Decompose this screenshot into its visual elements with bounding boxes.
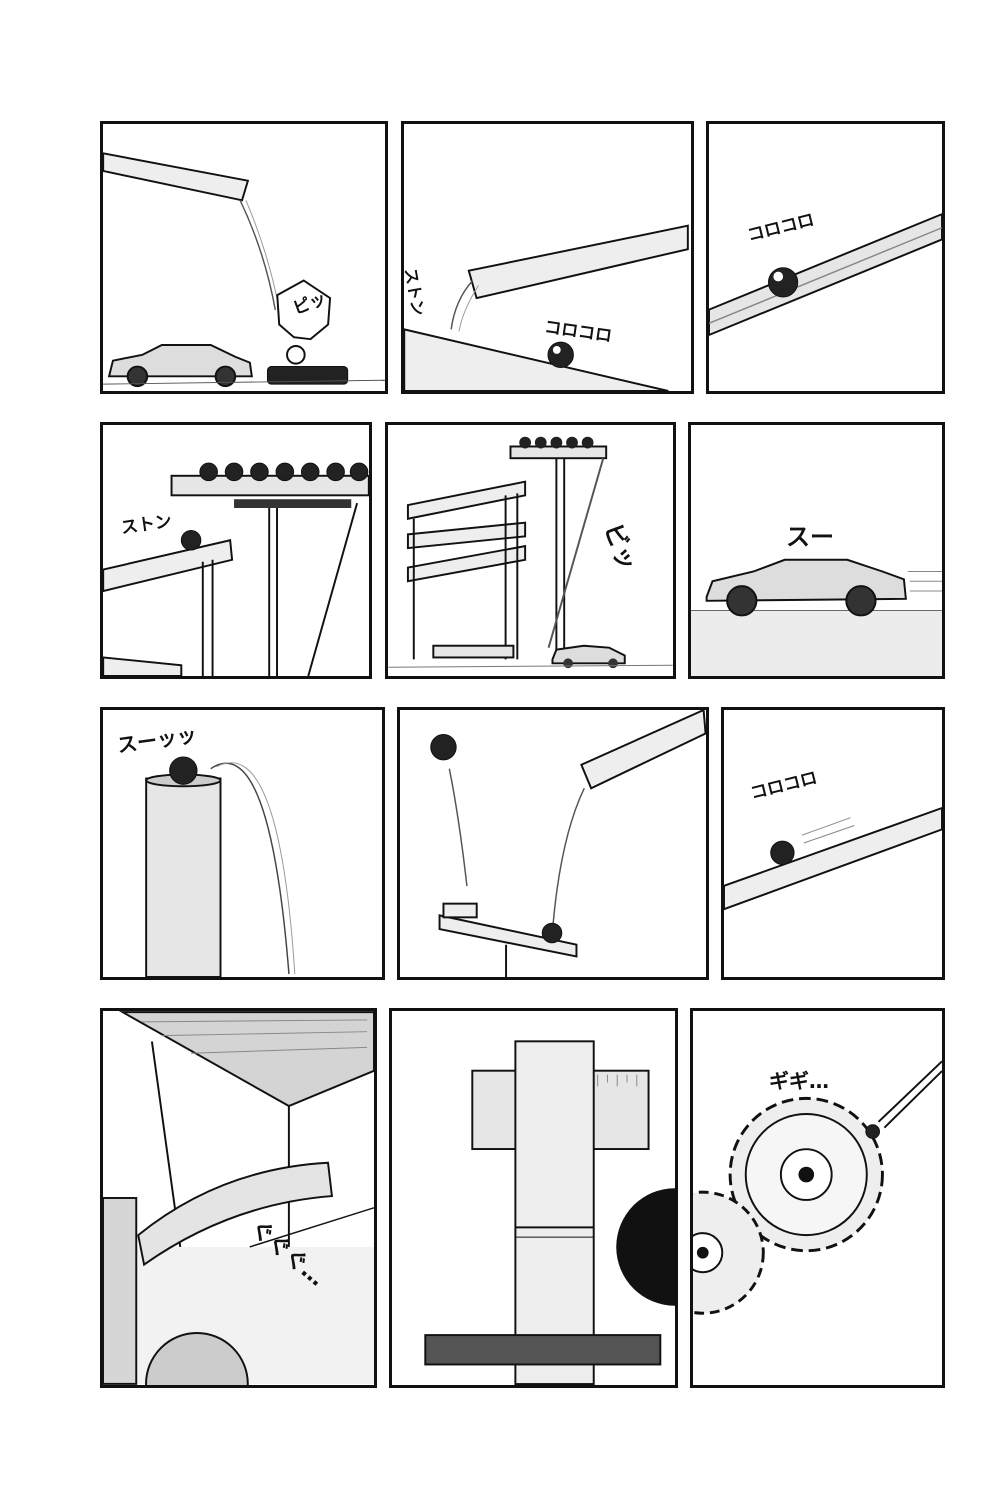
car-icon [107,344,253,388]
panel-4: ストン [100,422,372,679]
panel-12: ギギ… [690,1008,945,1388]
panel-12-art [693,1060,942,1315]
panel-6: スー [688,422,945,679]
panel-3-art [709,213,942,337]
panel-2: ストン コロコロ [401,121,694,394]
panel-2-art [404,224,689,391]
panel-6-art [691,558,942,676]
panel-8 [397,707,709,980]
sfx-grind: ギギ… [769,1069,829,1093]
panel-8-art [430,710,706,977]
panel-9: コロコロ [721,707,945,980]
panel-11 [389,1008,678,1388]
panel-9-art [724,806,942,911]
panel-7-art [145,756,296,977]
panel-1: ピッ [100,121,388,394]
car-icon [551,644,626,669]
panel-10-art [103,1011,374,1385]
gear-icon [693,1190,765,1315]
panel-5: ビッ [385,422,676,679]
car-icon [705,558,907,617]
panel-7: スーッッ [100,707,385,980]
sfx-glide: スー [786,523,834,551]
panel-3: コロコロ [706,121,945,394]
panel-1-art [103,152,385,388]
panel-11-art [424,1040,675,1385]
panel-10: ぐぐぐ… [100,1008,377,1388]
gear-icon [728,1096,884,1253]
panel-4-art [103,462,369,676]
panel-5-art [388,436,673,669]
